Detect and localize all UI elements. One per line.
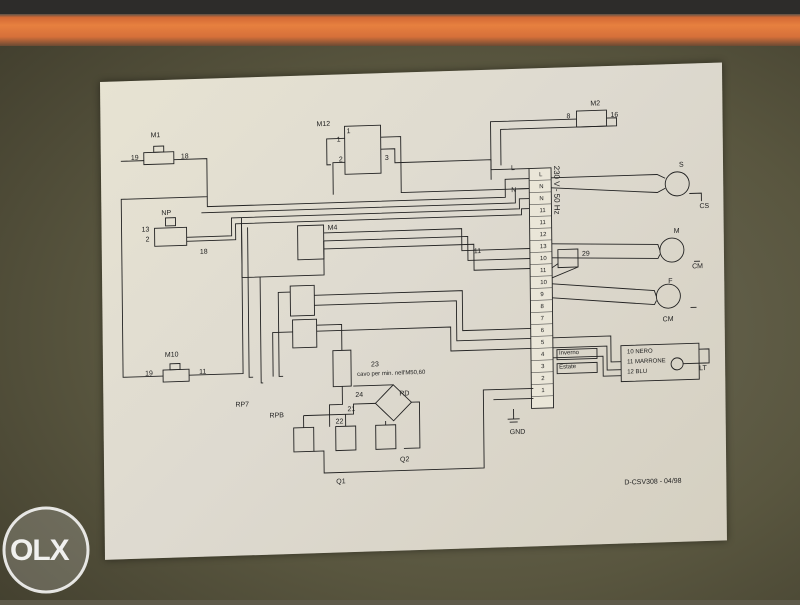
m4-block-2: [289, 284, 315, 317]
strip-label: L: [539, 172, 543, 179]
olx-logo-icon: [2, 506, 90, 594]
label-t11a: 11: [199, 368, 207, 376]
strip-label: 7: [540, 316, 544, 323]
strip-label: 11: [539, 208, 546, 215]
strip-label: 3: [541, 364, 545, 371]
label-cable-23: 23: [371, 361, 379, 369]
label-q2: Q2: [400, 456, 410, 464]
frame-edge: [0, 0, 800, 14]
label-t11b: 11: [473, 248, 482, 256]
m1-switch-box: [143, 151, 175, 166]
strip-label: 10: [540, 279, 547, 287]
label-t16: 16: [610, 111, 619, 119]
q1-block-1: [293, 426, 315, 453]
strip-label: 4: [540, 352, 545, 359]
label-s: S: [678, 161, 684, 169]
label-m10: M10: [164, 351, 179, 359]
label-t2: 2: [145, 236, 150, 244]
label-lt: LT: [699, 364, 707, 373]
label-rp7: RP7: [235, 401, 250, 409]
label-cm2: CM: [662, 315, 674, 324]
label-t1b: 1: [336, 136, 341, 144]
label-l: L: [510, 164, 515, 173]
m4-block-1: [297, 224, 325, 261]
estate-label: Estate: [559, 364, 577, 371]
inverno-label: Inverno: [558, 349, 580, 357]
label-cs: CS: [699, 202, 710, 211]
m4-block-3: [292, 318, 318, 349]
np-switch-box: [154, 226, 188, 247]
strip-label: 1: [541, 388, 545, 395]
terminal-number-column: L N N 11 11 12 13 10 11 10 9 8 7 6 5 4 3…: [539, 172, 553, 400]
label-t19b: 19: [145, 370, 153, 378]
label-n: N: [511, 186, 517, 195]
olx-watermark: OLX: [0, 500, 100, 600]
label-t21: 21: [347, 405, 356, 414]
label-m2: M2: [590, 100, 601, 108]
label-cm: CM: [692, 263, 704, 271]
label-m4: M4: [327, 224, 338, 232]
m2-box: [575, 109, 608, 128]
label-t1a: 1: [346, 128, 351, 136]
m1-switch-top: [153, 145, 165, 153]
m10-switch-box: [162, 368, 190, 383]
label-rpb: RPB: [269, 412, 284, 420]
label-t19a: 19: [130, 154, 139, 163]
strip-label: 13: [539, 243, 547, 251]
label-q1: Q1: [336, 478, 346, 486]
label-m12: M12: [316, 120, 331, 129]
np-switch-top: [164, 217, 176, 227]
q1-block-2: [335, 425, 357, 452]
lt-box: [620, 342, 700, 383]
label-m: M: [673, 227, 680, 235]
strip-label: N: [539, 196, 544, 203]
label-t13: 13: [141, 226, 150, 234]
label-t8: 8: [566, 113, 571, 121]
q2-block: [375, 424, 397, 450]
wire-nero-label: 10 NERO: [626, 348, 653, 356]
strip-label: 5: [540, 340, 545, 347]
wiring-diagram-sheet: M1 19 18 NP 13 2 18 M10 19 11 M12 1 1 2 …: [100, 62, 727, 560]
motor-f: [655, 283, 681, 309]
label-t18b: 18: [199, 248, 208, 256]
strip-label: 11: [539, 220, 546, 227]
strip-label: 12: [539, 231, 547, 239]
watermark-text: OLX: [10, 534, 70, 567]
m10-switch-top: [169, 363, 181, 371]
label-np: NP: [161, 209, 172, 218]
label-rd: RD: [399, 390, 410, 398]
label-t3: 3: [384, 154, 389, 163]
wire-marrone-label: 11 MARRONE: [627, 358, 666, 366]
label-gnd: GND: [509, 428, 526, 437]
rd-bridge: [374, 384, 413, 422]
strip-label: 6: [540, 328, 545, 335]
strip-label: 11: [540, 267, 547, 275]
wire-blu-label: 12 BLU: [627, 368, 648, 376]
label-t22: 22: [335, 418, 344, 426]
label-t29: 29: [581, 250, 590, 258]
strip-label: 2: [541, 376, 545, 383]
supply-label: 230 V - 50 Hz: [552, 165, 562, 215]
wiring-lines: [120, 109, 710, 474]
cable-box: [332, 349, 352, 388]
strip-label: 10: [539, 255, 547, 263]
strip-label: 8: [540, 304, 544, 311]
motor-s: [664, 171, 690, 197]
lt-lamp: [670, 357, 684, 371]
label-m1: M1: [150, 132, 161, 140]
label-t2b: 2: [338, 156, 343, 164]
label-f: F: [668, 278, 673, 286]
strip-label: 9: [540, 292, 544, 299]
strip-label: N: [539, 184, 544, 191]
label-t18a: 18: [180, 153, 189, 161]
label-t24: 24: [355, 391, 364, 399]
motor-m: [659, 237, 685, 263]
